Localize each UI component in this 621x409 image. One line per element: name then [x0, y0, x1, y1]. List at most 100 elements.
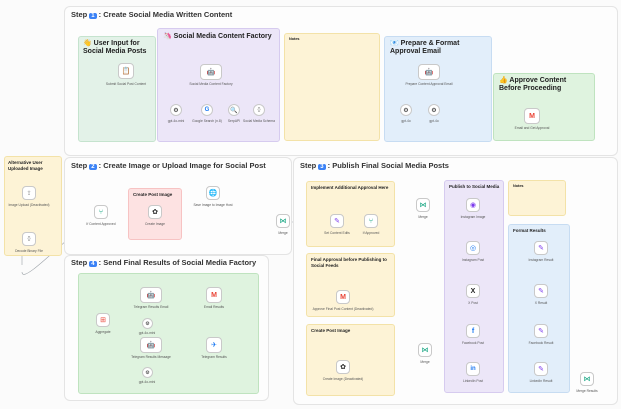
gpt-final2-node[interactable]: ⚙ [142, 367, 153, 378]
x-post-node[interactable]: X [466, 284, 480, 298]
linkedin-icon: in [470, 366, 476, 372]
create-image2-node[interactable]: ✿ [336, 360, 350, 374]
http-image-label: Save Image to Image Host [193, 203, 233, 207]
braces-icon: {} [257, 107, 261, 113]
output-parser-node[interactable]: {} [253, 104, 265, 116]
split-social-node[interactable]: ⑂ [94, 205, 108, 219]
step-3-prefix: Step [300, 161, 317, 170]
telegram-agent-node[interactable]: 🤖 [140, 337, 162, 353]
gmail-approval-node[interactable]: M [524, 108, 540, 124]
sticky-approval-flow-title: Implement Additional Approval Here [311, 185, 389, 190]
sticky-final-approval[interactable]: Final Approval before Publishing to Soci… [306, 253, 395, 317]
robot-icon: 🤖 [206, 69, 216, 76]
gmail-approval-label: Email and Get Approval [514, 126, 550, 130]
openai-icon: ⚙ [173, 107, 179, 114]
instagram-result-node[interactable]: ✎ [534, 241, 548, 255]
facebook-icon: f [471, 327, 475, 335]
decode-file-node[interactable]: {} [22, 232, 36, 246]
gpt-final1-node[interactable]: ⚙ [142, 318, 153, 329]
merge-results-node[interactable]: ⋈ [580, 372, 594, 386]
pencil-icon-3: ✎ [538, 288, 544, 295]
sticky-notes-title: Notes [289, 37, 300, 41]
upload-icon: ⇪ [26, 190, 32, 197]
linkedin-result-node[interactable]: ✎ [534, 362, 548, 376]
telegram-gmail-label: Telegram Results Email [133, 305, 169, 309]
gpt-model-node[interactable]: ⚙ [170, 104, 182, 116]
merge-label: Merge [278, 231, 288, 235]
prep-email-node[interactable]: 🤖 [418, 64, 440, 80]
linkedin2-node[interactable]: in [466, 362, 480, 376]
split2-node[interactable]: ⑂ [364, 214, 378, 228]
x-result-node[interactable]: ✎ [534, 284, 548, 298]
sticky-alt-upload-title: Alternative User Uploaded Image [8, 160, 43, 171]
telegram-gmail-node[interactable]: 🤖 [140, 287, 162, 303]
instagram-post-node[interactable]: ◎ [466, 241, 480, 255]
serp-node[interactable]: 🔍 [228, 104, 240, 116]
aggregate-label: Aggregate [95, 330, 111, 334]
openai-image-icon: ✿ [152, 209, 158, 216]
set-edit-node[interactable]: ✎ [330, 214, 344, 228]
sticky-create-post-image-title: Create Post Image [133, 192, 173, 197]
openai-image-icon-2: ✿ [340, 364, 346, 371]
sticky-user-input[interactable]: 👋 User Input for Social Media Posts [78, 36, 156, 142]
google-search-node[interactable]: G [201, 104, 213, 116]
form-icon: 📋 [121, 68, 131, 75]
openai-icon-5: ⚙ [145, 369, 150, 376]
google-icon: G [204, 107, 210, 113]
instagram-result-label: Instagram Result [528, 258, 554, 262]
merge-node[interactable]: ⋈ [276, 214, 290, 228]
http-image-node[interactable]: 🌐 [206, 186, 220, 200]
globe-icon: 🌐 [208, 190, 218, 197]
gpt-email-label: gpt-4o [401, 119, 411, 123]
openai-icon-4: ⚙ [145, 320, 150, 327]
sticky-create-post-image-2[interactable]: Create Post Image [306, 324, 395, 396]
step-2-number: 2 [89, 164, 97, 170]
pencil-icon-4: ✎ [538, 328, 544, 335]
merge3-node[interactable]: ⋈ [418, 343, 432, 357]
create-image2-label: Create Image (Deactivated) [322, 377, 364, 381]
gpt-email-label-2: gpt-4o [429, 119, 439, 123]
facebook-post-node[interactable]: f [466, 324, 480, 338]
split-social-label: If Content Approved [86, 222, 116, 226]
x-result-label: X Result [534, 301, 548, 305]
pencil-icon-5: ✎ [538, 366, 544, 373]
step-2-prefix: Step [71, 161, 88, 170]
sticky-approval-flow[interactable]: Implement Additional Approval Here [306, 181, 395, 247]
telegram-send-node[interactable]: ✈ [206, 337, 222, 353]
sticky-content-factory[interactable]: 🦄 Social Media Content Factory [157, 28, 280, 142]
gpt-email-node-2[interactable]: ⚙ [428, 104, 440, 116]
approval-wait-label: Approve Final Post Content (Deactivated) [312, 307, 374, 311]
linkedin-post-node[interactable]: ◉ [466, 198, 480, 212]
telegram-send-label: Telegram Results [201, 355, 227, 359]
output-parser-label: Social Media Schema [243, 119, 275, 123]
openai-image-node[interactable]: ✿ [148, 205, 162, 219]
form-trigger-node[interactable]: 📋 [118, 63, 134, 79]
approval-wait-node[interactable]: M [336, 290, 350, 304]
set-edit-label: Set Content Edits [324, 231, 350, 235]
step-4-text: : Send Final Results of Social Media Fac… [98, 258, 257, 267]
aggregate-node[interactable]: ⊞ [96, 313, 110, 327]
step-1-prefix: Step [71, 10, 88, 19]
sticky-note-small[interactable]: Notes [508, 180, 566, 216]
gpt-email-node[interactable]: ⚙ [400, 104, 412, 116]
merge-icon-2: ⋈ [419, 202, 427, 209]
social-agent-node[interactable]: 🤖 [200, 64, 222, 80]
merge-icon-4: ⋈ [421, 347, 429, 354]
sticky-user-input-title: 👋 User Input for Social Media Posts [83, 40, 147, 55]
step-3-text: : Publish Final Social Media Posts [327, 161, 449, 170]
sticky-create-post-image-2-title: Create Post Image [311, 328, 351, 333]
merge-icon: ⋈ [279, 218, 287, 225]
sticky-approve-title: 👍 Approve Content Before Proceeding [499, 77, 567, 92]
sticky-prepare-email[interactable]: 📧 Prepare & Format Approval Email [384, 36, 492, 142]
facebook-result-node[interactable]: ✎ [534, 324, 548, 338]
gmail-results-node[interactable]: M [206, 287, 222, 303]
sticky-approve[interactable]: 👍 Approve Content Before Proceeding [493, 73, 595, 141]
merge2-node[interactable]: ⋈ [416, 198, 430, 212]
upload-image-node[interactable]: ⇪ [22, 186, 36, 200]
step-4-prefix: Step [71, 258, 88, 267]
sticky-notes[interactable]: Notes [284, 33, 380, 141]
instagram-image-icon: ◉ [469, 202, 477, 209]
upload-image-label: Image Upload (Deactivated) [8, 203, 50, 207]
